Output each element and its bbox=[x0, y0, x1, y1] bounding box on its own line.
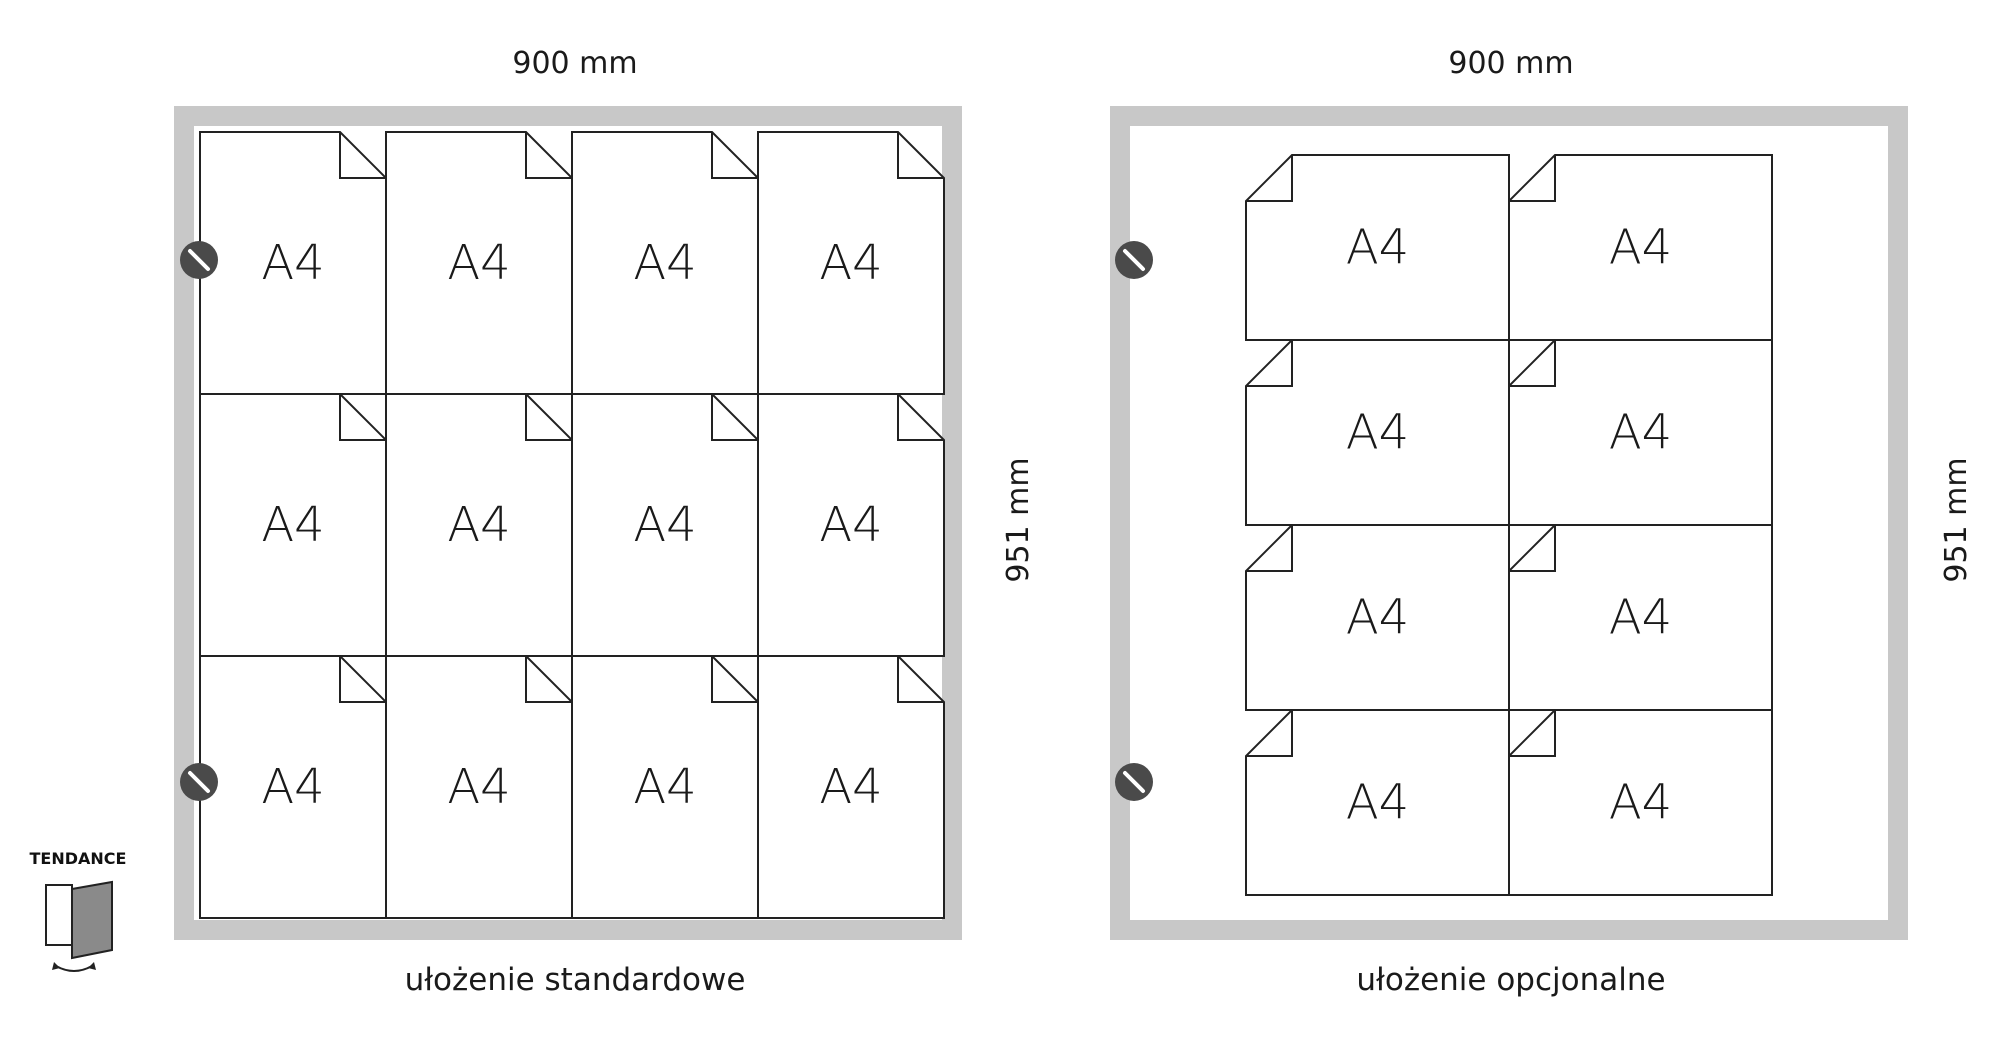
sheet-label: A4 bbox=[1346, 405, 1409, 461]
a4-sheet: A4 bbox=[571, 393, 759, 657]
sheet-label: A4 bbox=[1609, 775, 1672, 831]
sheet-label: A4 bbox=[447, 497, 510, 553]
sheet-label: A4 bbox=[633, 759, 696, 815]
a4-sheet: A4 bbox=[757, 131, 945, 395]
height-dimension-optional: 951 mm bbox=[1939, 457, 1974, 582]
pin-icon bbox=[1115, 241, 1153, 279]
a4-sheet: A4 bbox=[199, 655, 387, 919]
folding-frame-icon bbox=[45, 880, 113, 972]
a4-sheet: A4 bbox=[199, 131, 387, 395]
a4-sheet: A4 bbox=[757, 393, 945, 657]
brand-block: TENDANCE bbox=[30, 849, 127, 972]
sheet-label: A4 bbox=[1346, 590, 1409, 646]
height-dimension-standard: 951 mm bbox=[1001, 457, 1036, 582]
a4-sheet: A4 bbox=[1508, 339, 1773, 526]
a4-sheet: A4 bbox=[1245, 709, 1510, 896]
a4-sheet: A4 bbox=[385, 393, 573, 657]
caption-standard: ułożenie standardowe bbox=[405, 962, 746, 998]
a4-sheet: A4 bbox=[199, 393, 387, 657]
a4-sheet: A4 bbox=[1508, 524, 1773, 711]
a4-sheet: A4 bbox=[571, 655, 759, 919]
brand-name: TENDANCE bbox=[30, 849, 127, 868]
sheet-label: A4 bbox=[633, 235, 696, 291]
sheet-label: A4 bbox=[819, 235, 882, 291]
sheet-label: A4 bbox=[447, 759, 510, 815]
sheet-label: A4 bbox=[447, 235, 510, 291]
pin-icon bbox=[180, 763, 218, 801]
pin-icon bbox=[180, 241, 218, 279]
caption-optional: ułożenie opcjonalne bbox=[1356, 962, 1665, 998]
a4-sheet: A4 bbox=[571, 131, 759, 395]
sheet-label: A4 bbox=[1346, 220, 1409, 276]
sheet-label: A4 bbox=[1346, 775, 1409, 831]
sheet-label: A4 bbox=[261, 235, 324, 291]
sheet-label: A4 bbox=[261, 759, 324, 815]
sheet-label: A4 bbox=[819, 497, 882, 553]
sheet-label: A4 bbox=[1609, 220, 1672, 276]
a4-sheet: A4 bbox=[1508, 709, 1773, 896]
pin-icon bbox=[1115, 763, 1153, 801]
frame-standard bbox=[174, 106, 962, 940]
sheet-label: A4 bbox=[1609, 590, 1672, 646]
sheet-label: A4 bbox=[261, 497, 324, 553]
sheet-label: A4 bbox=[819, 759, 882, 815]
a4-sheet: A4 bbox=[1245, 524, 1510, 711]
a4-sheet: A4 bbox=[1508, 154, 1773, 341]
frame-optional bbox=[1110, 106, 1908, 940]
a4-sheet: A4 bbox=[1245, 339, 1510, 526]
a4-sheet: A4 bbox=[385, 131, 573, 395]
a4-sheet: A4 bbox=[757, 655, 945, 919]
a4-sheet: A4 bbox=[385, 655, 573, 919]
sheet-label: A4 bbox=[1609, 405, 1672, 461]
a4-sheet: A4 bbox=[1245, 154, 1510, 341]
width-dimension-standard: 900 mm bbox=[512, 46, 637, 81]
sheet-label: A4 bbox=[633, 497, 696, 553]
width-dimension-optional: 900 mm bbox=[1448, 46, 1573, 81]
